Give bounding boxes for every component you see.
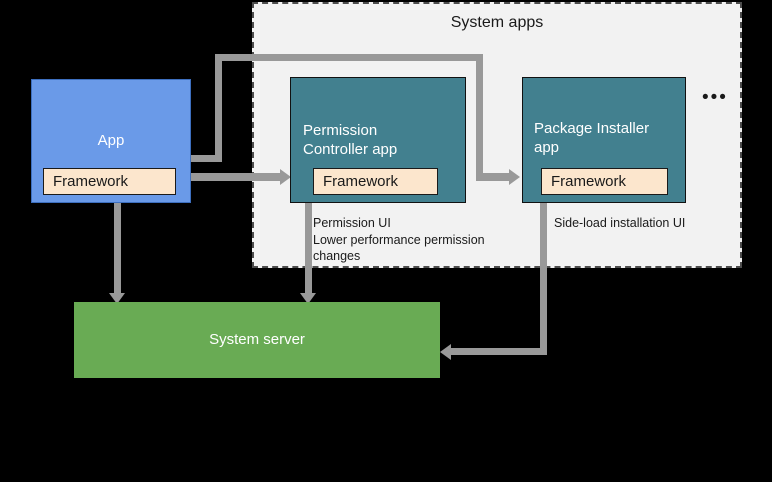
connector-package-installer-descender	[540, 200, 547, 352]
node-permission-controller-app-label: Permission Controller app	[303, 122, 398, 158]
arrowhead-app-to-system-server	[109, 293, 125, 304]
arrowhead-permission-controller-to-system-server	[300, 293, 316, 304]
connector-top-descender	[476, 54, 483, 174]
connector-app-to-permission-controller	[172, 173, 282, 181]
connector-top-horizontal	[215, 54, 483, 61]
connector-app-to-system-server	[114, 200, 121, 296]
connector-package-installer-to-system-server	[450, 348, 547, 355]
caption-package-installer: Side-load installation UI	[554, 216, 686, 230]
arrowhead-to-package-installer	[509, 169, 520, 185]
node-system-server-label: System server	[209, 331, 305, 348]
node-system-server[interactable]	[74, 302, 440, 378]
connector-app-top-stub	[172, 155, 222, 162]
ellipsis-icon: •••	[702, 87, 728, 108]
caption-permission-controller: Permission UI Lower performance permissi…	[313, 216, 485, 263]
arrowhead-package-installer-to-system-server	[440, 344, 451, 360]
node-package-installer-framework[interactable]: Framework	[541, 168, 668, 195]
connector-app-riser	[215, 57, 222, 157]
system-apps-title: System apps	[450, 14, 544, 31]
arrowhead-app-to-permission-controller	[280, 169, 291, 185]
node-package-installer-app-label: Package Installer app	[534, 120, 650, 156]
connector-to-package-installer	[476, 173, 514, 181]
connector-permission-controller-to-system-server	[305, 200, 312, 296]
node-app-framework[interactable]: Framework	[43, 168, 176, 195]
node-app-label: App	[97, 132, 125, 149]
node-permission-controller-framework[interactable]: Framework	[313, 168, 438, 195]
